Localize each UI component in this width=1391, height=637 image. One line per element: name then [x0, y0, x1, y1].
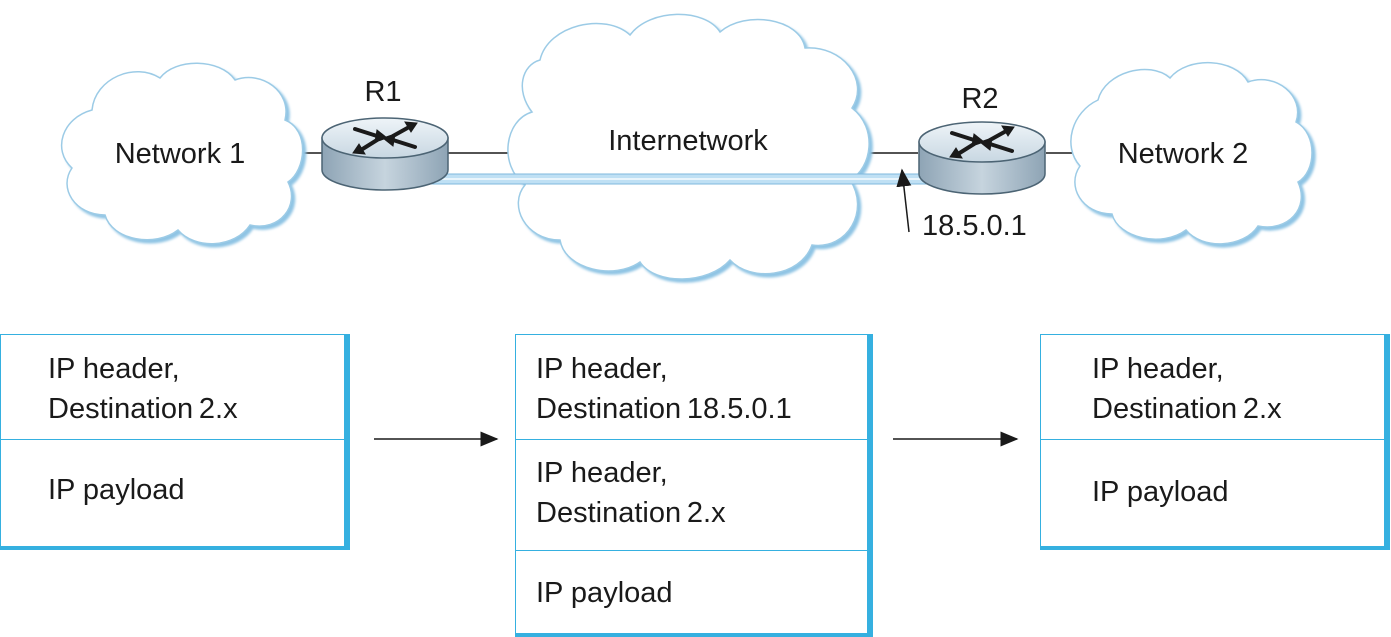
packet-left: IP header, Destination 2.x IP payload	[0, 334, 350, 550]
inner-header-line-1: IP header,	[536, 457, 668, 489]
outer-header-line-1: IP header,	[536, 353, 668, 385]
header-line-2: Destination 2.x	[1092, 393, 1282, 425]
header-line-2: Destination 2.x	[48, 393, 238, 425]
address-pointer-arrow	[896, 168, 912, 233]
packet-right: IP header, Destination 2.x IP payload	[1040, 334, 1390, 550]
header-line-1: IP header,	[48, 353, 180, 385]
packet-right-header: IP header, Destination 2.x	[1041, 335, 1384, 440]
packet-middle-outer-header: IP header, Destination 18.5.0.1	[516, 335, 867, 440]
outer-header-line-2: Destination 18.5.0.1	[536, 393, 792, 425]
packet-middle: IP header, Destination 18.5.0.1 IP heade…	[515, 334, 873, 637]
internetwork-label: Internetwork	[608, 125, 768, 157]
tunnel	[411, 173, 955, 185]
payload-label: IP payload	[1092, 476, 1229, 508]
packet-left-header: IP header, Destination 2.x	[1, 335, 344, 440]
payload-label: IP payload	[48, 474, 185, 506]
packet-left-payload: IP payload	[1, 440, 344, 545]
header-line-1: IP header,	[1092, 353, 1224, 385]
network-1-label: Network 1	[115, 138, 246, 170]
packet-middle-inner-header: IP header, Destination 2.x	[516, 440, 867, 551]
router-r2	[918, 121, 1046, 195]
router-arrows-icon	[352, 121, 418, 155]
network-1-cloud	[61, 62, 304, 245]
router-r1	[321, 117, 449, 191]
network-2-label: Network 2	[1118, 138, 1249, 170]
payload-label: IP payload	[536, 577, 673, 609]
packet-right-payload: IP payload	[1041, 440, 1384, 545]
router-arrows-icon	[949, 125, 1015, 159]
internetwork-cloud	[507, 13, 870, 280]
router-r2-label: R2	[961, 83, 998, 115]
network-2-cloud	[1070, 61, 1313, 245]
packet-middle-payload: IP payload	[516, 551, 867, 633]
inner-header-line-2: Destination 2.x	[536, 497, 726, 529]
router-r1-label: R1	[364, 76, 401, 108]
address-label: 18.5.0.1	[922, 210, 1027, 242]
